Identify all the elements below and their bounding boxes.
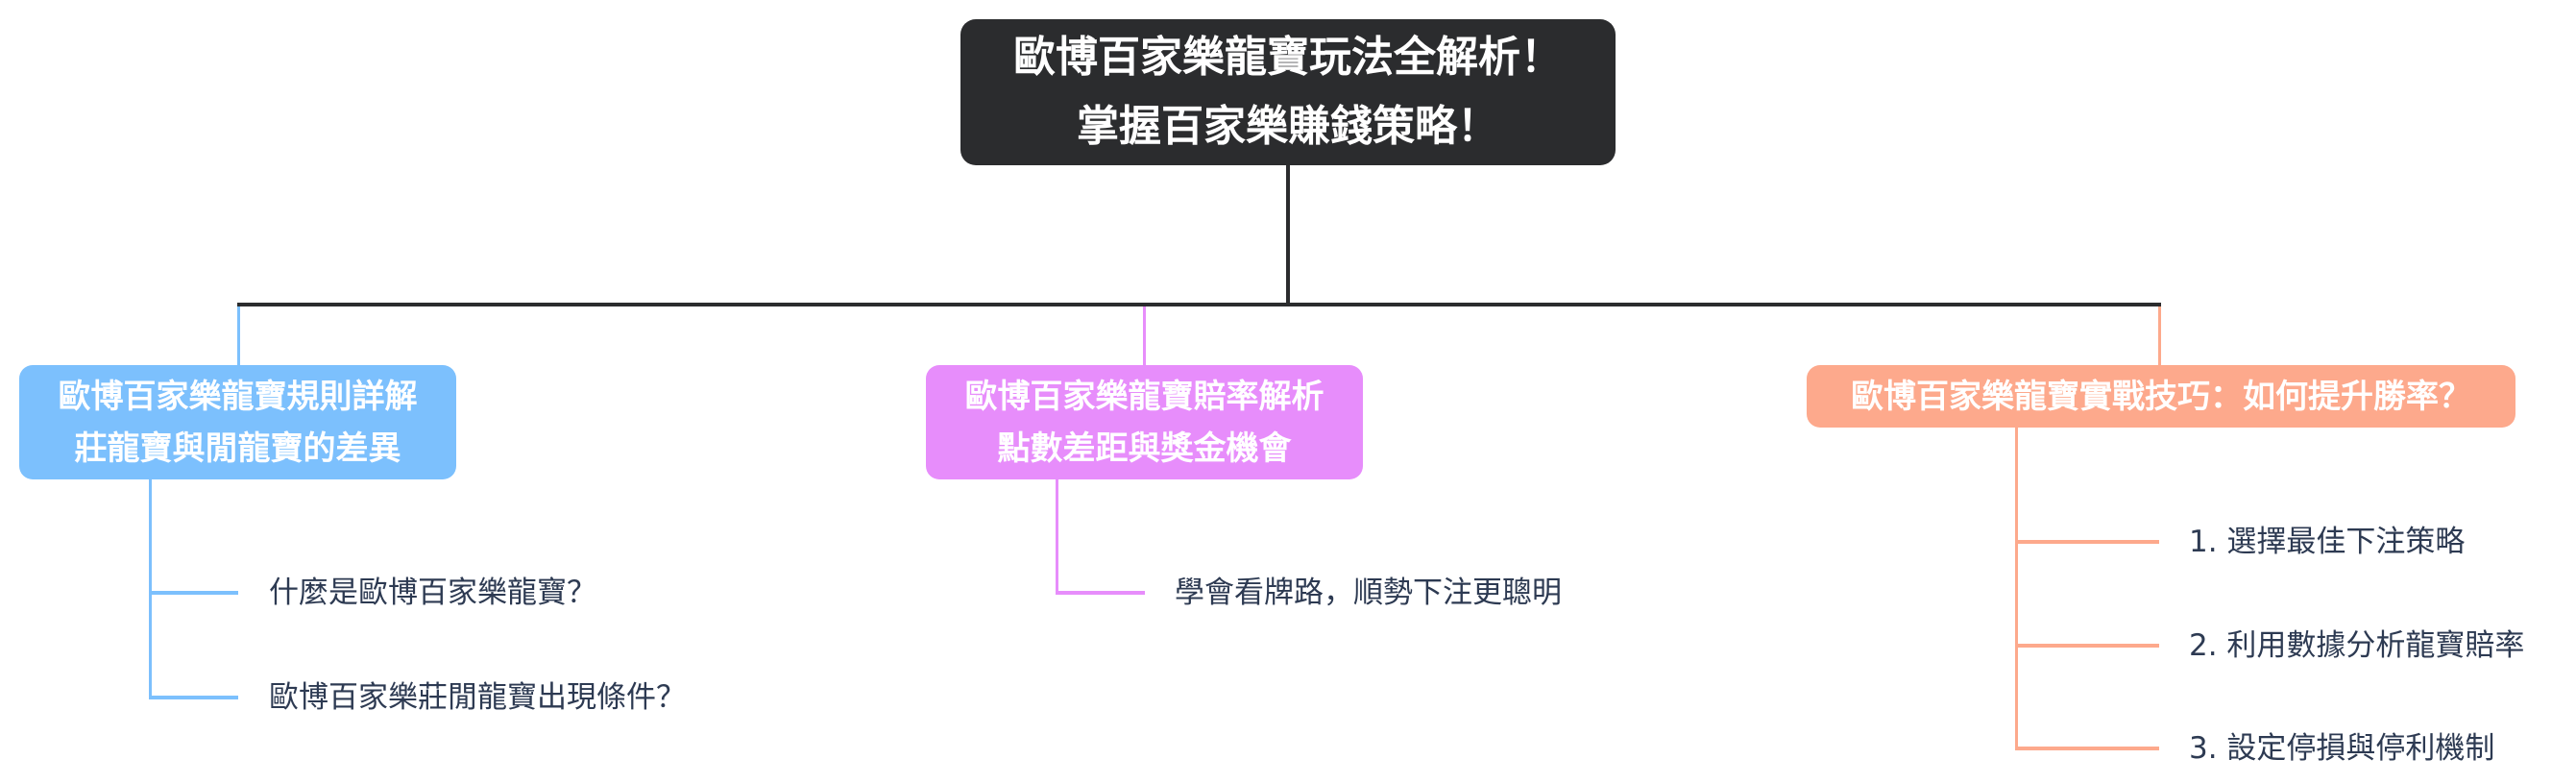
root-connector-vertical xyxy=(1286,165,1290,306)
root-topic-node[interactable]: 歐博百家樂龍寶玩法全解析！ 掌握百家樂賺錢策略！ xyxy=(960,19,1616,165)
topic-tactics-line-1: 歐博百家樂龍寶實戰技巧：如何提升勝率？ xyxy=(1851,377,2471,416)
odds-child-1-connector xyxy=(1056,591,1145,595)
rules-child-dragon-bonus-conditions[interactable]: 歐博百家樂莊閒龍寶出現條件？ xyxy=(269,680,686,715)
tactics-children-spine xyxy=(2015,428,2018,750)
tactics-child-1-connector xyxy=(2015,540,2159,544)
orange-branch-connector xyxy=(2158,306,2161,365)
odds-child-read-road[interactable]: 學會看牌路，順勢下注更聰明 xyxy=(1175,576,1562,610)
odds-children-spine xyxy=(1056,479,1058,595)
topic-rules-node[interactable]: 歐博百家樂龍寶規則詳解 莊龍寶與閒龍寶的差異 xyxy=(19,365,456,479)
blue-branch-connector xyxy=(237,306,240,365)
topic-rules-line-1: 歐博百家樂龍寶規則詳解 xyxy=(58,377,418,416)
topic-tactics-node[interactable]: 歐博百家樂龍寶實戰技巧：如何提升勝率？ xyxy=(1807,365,2515,428)
root-title-line-2: 掌握百家樂賺錢策略！ xyxy=(1077,102,1499,151)
purple-branch-connector xyxy=(1143,306,1146,365)
tactics-child-data-analysis[interactable]: 2. 利用數據分析龍寶賠率 xyxy=(2189,628,2525,663)
topic-rules-line-2: 莊龍寶與閒龍寶的差異 xyxy=(74,429,401,468)
tactics-child-stop-loss[interactable]: 3. 設定停損與停利機制 xyxy=(2189,731,2495,766)
tactics-child-2-connector xyxy=(2015,644,2159,648)
rules-child-1-connector xyxy=(149,591,238,595)
topic-odds-node[interactable]: 歐博百家樂龍寶賠率解析 點數差距與獎金機會 xyxy=(926,365,1363,479)
rules-children-spine xyxy=(149,479,152,699)
root-connector-horizontal xyxy=(237,303,2161,306)
rules-child-what-is-dragon-bonus[interactable]: 什麼是歐博百家樂龍寶？ xyxy=(269,576,596,610)
tactics-child-3-connector xyxy=(2015,747,2159,750)
topic-odds-line-1: 歐博百家樂龍寶賠率解析 xyxy=(964,377,1324,416)
tactics-child-best-bet-strategy[interactable]: 1. 選擇最佳下注策略 xyxy=(2189,525,2466,559)
rules-child-2-connector xyxy=(149,696,238,699)
root-title-line-1: 歐博百家樂龍寶玩法全解析！ xyxy=(1013,33,1563,82)
topic-odds-line-2: 點數差距與獎金機會 xyxy=(997,429,1292,468)
